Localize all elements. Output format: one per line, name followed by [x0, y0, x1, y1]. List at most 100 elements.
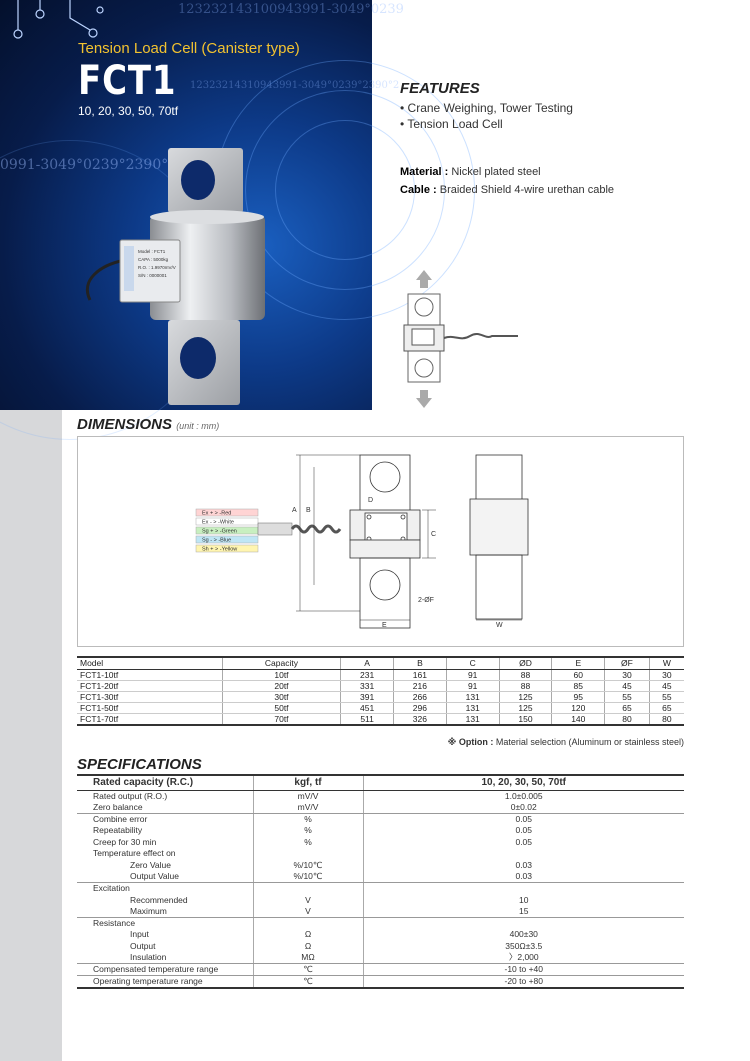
spec-value: 10: [362, 894, 684, 906]
arrow-down-icon: [416, 390, 432, 408]
table-cell: 80: [648, 713, 684, 726]
table-cell: 45: [604, 680, 650, 692]
spec-value: 0.03: [362, 859, 684, 872]
table-cell: 20tf: [221, 680, 341, 692]
spec-unit: %/10℃: [252, 871, 363, 884]
feature-item: • Tension Load Cell: [400, 117, 503, 131]
column-header: Model: [77, 656, 223, 670]
spec-unit: mV/V: [252, 790, 363, 802]
dimension-label-f: 2-ØF: [418, 597, 434, 604]
spec-value: 15: [362, 905, 684, 919]
wire-label: Ex - > -White: [202, 520, 234, 526]
spec-unit: V: [252, 905, 363, 919]
spec-name: Output: [130, 941, 156, 952]
table-row: Compensated temperature range℃-10 to +40: [77, 963, 684, 977]
spec-value: -10 to +40: [362, 963, 684, 977]
product-subtitle: Tension Load Cell (Canister type): [78, 40, 300, 57]
spec-name: Maximum: [77, 905, 253, 919]
spec-unit: %: [252, 824, 363, 837]
spec-name: Creep for 30 min: [93, 836, 157, 847]
spec-value: 0.03: [362, 871, 684, 884]
column-header: ØD: [498, 656, 552, 670]
spec-name: Compensated temperature range: [77, 963, 253, 977]
spec-unit: Ω: [252, 940, 363, 953]
column-header: C: [445, 656, 500, 670]
wire-label: Ex + > -Red: [202, 511, 231, 517]
nameplate-line: S/N : 0000001: [138, 273, 167, 278]
features-list: • Crane Weighing, Tower Testing • Tensio…: [400, 100, 573, 132]
cable-label: Cable :: [400, 184, 437, 196]
table-cell: 125: [498, 702, 552, 714]
spec-name: Input: [130, 929, 149, 940]
table-cell: 131: [445, 702, 500, 714]
spec-value: 0.05: [362, 836, 684, 848]
table-cell: FCT1-50tf: [77, 702, 223, 714]
table-cell: 30: [604, 669, 650, 681]
table-cell: 55: [648, 691, 684, 703]
nameplate-line: CAPA : 5000kg: [138, 257, 169, 262]
spec-unit: V: [252, 894, 363, 906]
table-row: Creep for 30 min%0.05: [77, 836, 684, 848]
specifications-heading: SPECIFICATIONS: [77, 756, 202, 773]
table-cell: 451: [340, 702, 394, 714]
column-header: 10, 20, 30, 50, 70tf: [362, 774, 684, 791]
table-row: Combine error%0.05: [77, 813, 684, 825]
table-row: Repeatability%0.05: [77, 824, 684, 837]
spec-value: 0±0.02: [362, 801, 684, 814]
table-cell: 88: [498, 680, 552, 692]
table-cell: 70tf: [221, 713, 341, 726]
spec-unit: %: [252, 813, 363, 825]
decorative-ring: [245, 90, 445, 290]
spec-value: 0.05: [362, 813, 684, 825]
dimensions-title: DIMENSIONS: [77, 416, 173, 433]
specifications-table: Rated capacity (R.C.) kgf, tf 10, 20, 30…: [77, 774, 684, 990]
spec-value: -20 to +80: [362, 975, 684, 990]
dimension-label-e: E: [382, 622, 387, 629]
spec-unit: Ω: [252, 929, 363, 941]
capacity-range: 10, 20, 30, 50, 70tf: [78, 104, 179, 118]
spec-name: Zero balance: [77, 801, 253, 814]
wire-label: Sg - > -Blue: [202, 538, 231, 544]
material-label: Material :: [400, 166, 449, 178]
table-cell: 125: [498, 691, 552, 703]
column-header: Capacity: [221, 656, 341, 670]
table-cell: 216: [393, 680, 447, 692]
spec-name: Zero Value: [130, 859, 171, 870]
spec-value: [362, 847, 684, 860]
spec-name: Resistance: [93, 918, 136, 929]
spec-name: Insulation: [77, 952, 253, 965]
nameplate-line: Model : FCT1: [138, 249, 166, 254]
table-cell: 10tf: [221, 669, 341, 681]
table-cell: FCT1-20tf: [77, 680, 223, 692]
spec-value: [362, 882, 684, 895]
dimension-label-c: C: [431, 531, 436, 538]
table-cell: 511: [340, 713, 394, 726]
spec-unit: ℃: [252, 975, 363, 990]
spec-value: 350Ω±3.5: [362, 940, 684, 953]
spec-unit: %/10℃: [252, 859, 363, 872]
table-cell: 131: [445, 691, 500, 703]
spec-unit: ℃: [252, 963, 363, 977]
spec-unit: [252, 882, 363, 895]
material-value: Nickel plated steel: [451, 166, 541, 178]
table-cell: FCT1-10tf: [77, 669, 223, 681]
feature-item: • Crane Weighing, Tower Testing: [400, 101, 573, 115]
dimension-drawing-svg: Ex + > -Red Ex - > -White Sg + > -Green …: [195, 454, 529, 629]
spec-value: 〉2,000: [362, 952, 684, 965]
dimension-drawing: Ex + > -Red Ex - > -White Sg + > -Green …: [77, 436, 684, 647]
table-cell: 161: [393, 669, 447, 681]
wire-label: Sg + > -Green: [202, 529, 237, 535]
table-header-row: Model Capacity A B C ØD E ØF W: [77, 656, 684, 670]
spec-value: [362, 917, 684, 930]
dimension-label-d: D: [368, 497, 373, 504]
table-cell: 91: [445, 680, 500, 692]
table-cell: 60: [551, 669, 605, 681]
column-header: ØF: [604, 656, 650, 670]
